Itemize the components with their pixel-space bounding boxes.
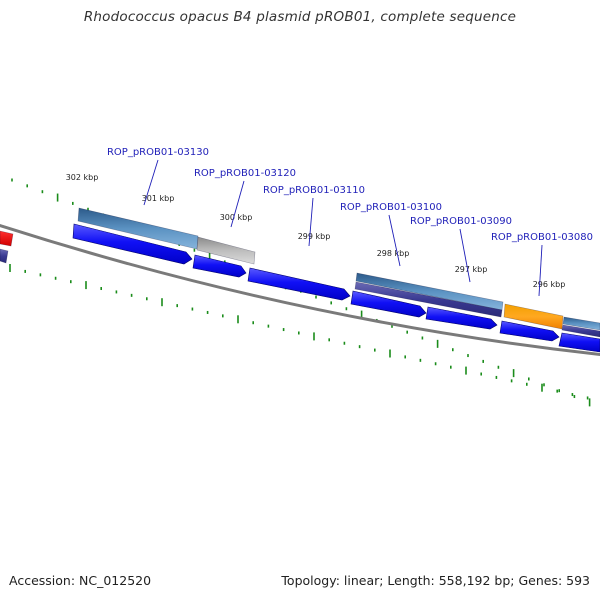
purple-feature-03070[interactable]: [561, 324, 600, 338]
red-feature-left[interactable]: [0, 230, 14, 247]
cds-arrow-03090[interactable]: [499, 320, 560, 342]
gene-label-leader: [308, 197, 314, 247]
purple-feature-left[interactable]: [0, 248, 9, 264]
cds-arrow-03120[interactable]: [192, 254, 247, 278]
gray-feature-03120[interactable]: [196, 236, 256, 265]
ruler-labels: 302 kbp 301 kbp 300 kbp 299 kbp 298 kbp 297 k…: [66, 173, 566, 289]
cds-arrow-03100b[interactable]: [425, 306, 498, 330]
ruler-label: 296 kbp: [533, 280, 566, 289]
gene-label[interactable]: ROP_pROB01-03080: [491, 232, 593, 243]
gene-label[interactable]: ROP_pROB01-03130: [107, 147, 209, 158]
gene-label-leader: [459, 228, 471, 283]
gene-label-leader: [388, 214, 401, 267]
ruler-label: 297 kbp: [455, 265, 488, 274]
gene-label[interactable]: ROP_pROB01-03090: [410, 216, 512, 227]
gene-label[interactable]: ROP_pROB01-03100: [340, 202, 442, 213]
ruler-label: 299 kbp: [298, 232, 331, 241]
ruler-label: 300 kbp: [220, 213, 253, 222]
gene-label-leader: [230, 180, 245, 228]
cds-arrow-03130[interactable]: [72, 223, 193, 265]
ruler-dots-lower: [9, 264, 589, 400]
gene-labels: ROP_pROB01-03130ROP_pROB01-03120ROP_pROB…: [107, 147, 593, 297]
ruler-label: 302 kbp: [66, 173, 99, 182]
feature-track: [0, 207, 600, 353]
cds-arrow-03100a[interactable]: [350, 290, 427, 318]
gene-label[interactable]: ROP_pROB01-03120: [194, 168, 296, 179]
sequence-backbone: [0, 224, 600, 356]
cds-arrow-03080[interactable]: [558, 332, 600, 353]
summary-text: Topology: linear; Length: 558,192 bp; Ge…: [281, 573, 590, 588]
gene-label-leader: [538, 244, 543, 297]
steel-blue-feature-03070[interactable]: [562, 316, 600, 331]
gene-label-leader: [143, 159, 159, 206]
ruler-label: 298 kbp: [377, 249, 410, 258]
orange-feature-03080[interactable]: [503, 303, 564, 330]
accession-text: Accession: NC_012520: [9, 573, 152, 588]
cds-arrow-03110[interactable]: [247, 267, 351, 301]
steel-blue-feature-03130[interactable]: [77, 207, 199, 250]
map-title: Rhodococcus opacus B4 plasmid pROB01, co…: [83, 9, 517, 25]
purple-feature-03100[interactable]: [354, 281, 503, 318]
gene-label[interactable]: ROP_pROB01-03110: [263, 185, 365, 196]
ruler-label: 301 kbp: [142, 194, 175, 203]
